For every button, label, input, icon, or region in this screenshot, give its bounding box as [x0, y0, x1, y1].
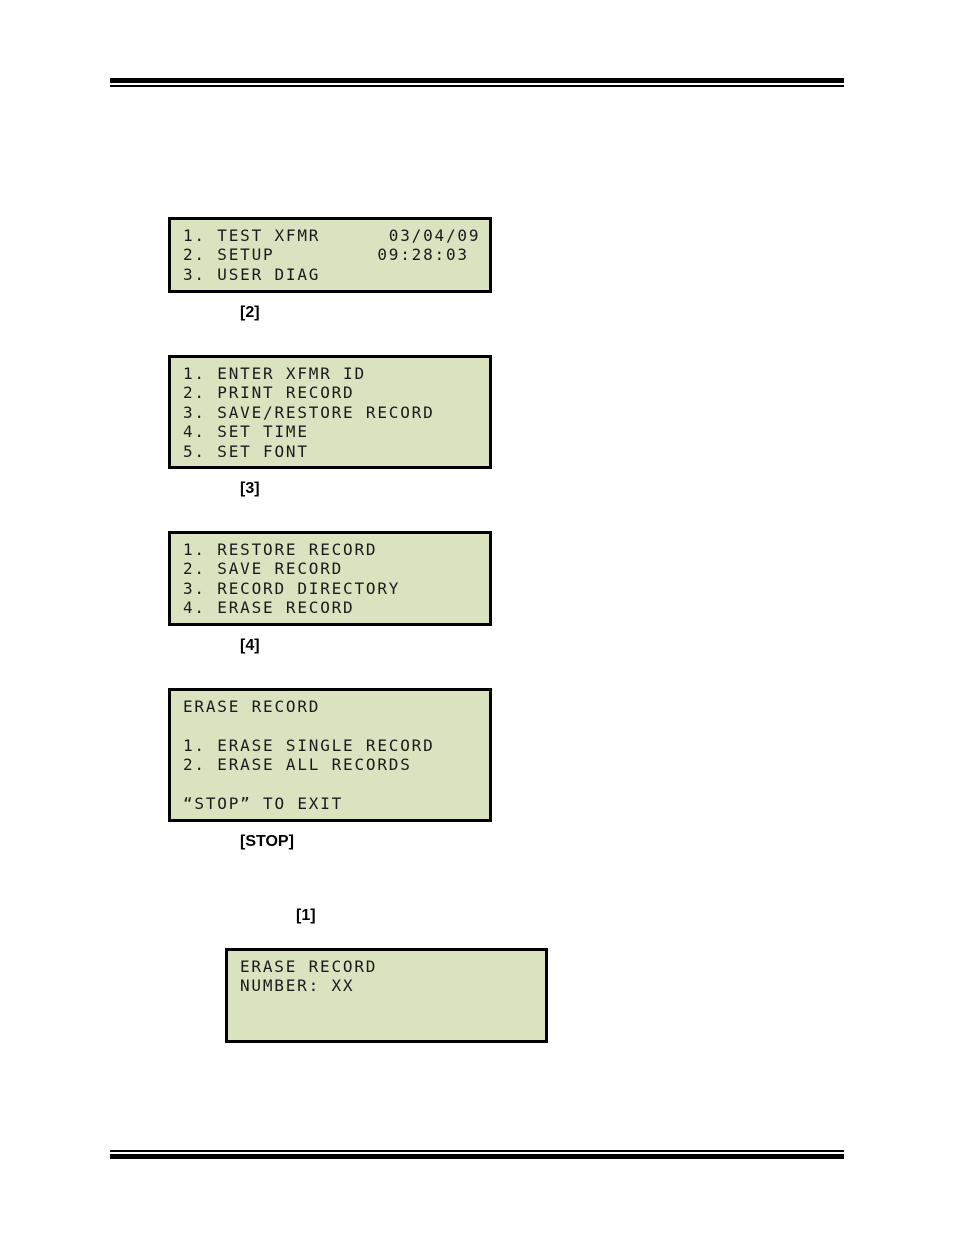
- lcd-line: ERASE RECORD: [240, 957, 378, 976]
- lcd-erase-record-menu: ERASE RECORD 1. ERASE SINGLE RECORD 2. E…: [168, 688, 492, 822]
- lcd-line: 4. SET TIME: [183, 422, 309, 442]
- lcd-line: [240, 1015, 545, 1034]
- lcd-line: 1. TEST XFMR 03/04/09: [183, 226, 481, 245]
- lcd-line: [183, 775, 489, 794]
- lcd-line: “STOP” TO EXIT: [183, 793, 344, 813]
- lcd-line: 3. SAVE/RESTORE RECORD: [183, 402, 435, 422]
- lcd-line: 4. ERASE RECORD: [183, 598, 355, 618]
- lcd-line: [240, 996, 545, 1015]
- lcd-save-restore-menu: 1. RESTORE RECORD 2. SAVE RECORD 3. RECO…: [168, 531, 492, 626]
- key-press-stop: [STOP]: [240, 833, 294, 850]
- key-press-3: [3]: [240, 480, 260, 497]
- top-rule: [110, 78, 844, 87]
- bottom-rule: [110, 1150, 844, 1159]
- lcd-line: 3. RECORD DIRECTORY: [183, 578, 401, 598]
- key-press-4: [4]: [240, 637, 260, 654]
- lcd-line: NUMBER: XX: [240, 976, 355, 996]
- lcd-line: ERASE RECORD: [183, 697, 321, 716]
- lcd-line: 2. PRINT RECORD: [183, 383, 355, 403]
- lcd-line: 2. SAVE RECORD: [183, 559, 344, 579]
- lcd-line: 3. USER DIAG: [183, 264, 321, 284]
- lcd-erase-record-number: ERASE RECORD NUMBER: XX: [225, 948, 548, 1043]
- lcd-line: [183, 716, 489, 735]
- lcd-setup-menu: 1. ENTER XFMR ID 2. PRINT RECORD 3. SAVE…: [168, 355, 492, 469]
- lcd-line: 1. ENTER XFMR ID: [183, 364, 366, 383]
- lcd-line: 2. ERASE ALL RECORDS: [183, 755, 412, 775]
- key-press-1: [1]: [296, 907, 316, 924]
- lcd-line: 2. SETUP 09:28:03: [183, 245, 469, 265]
- key-press-2: [2]: [240, 304, 260, 321]
- lcd-line: 5. SET FONT: [183, 441, 309, 461]
- lcd-line: 1. RESTORE RECORD: [183, 540, 378, 559]
- lcd-main-menu: 1. TEST XFMR 03/04/09 2. SETUP 09:28:03 …: [168, 217, 492, 293]
- lcd-line: 1. ERASE SINGLE RECORD: [183, 735, 435, 755]
